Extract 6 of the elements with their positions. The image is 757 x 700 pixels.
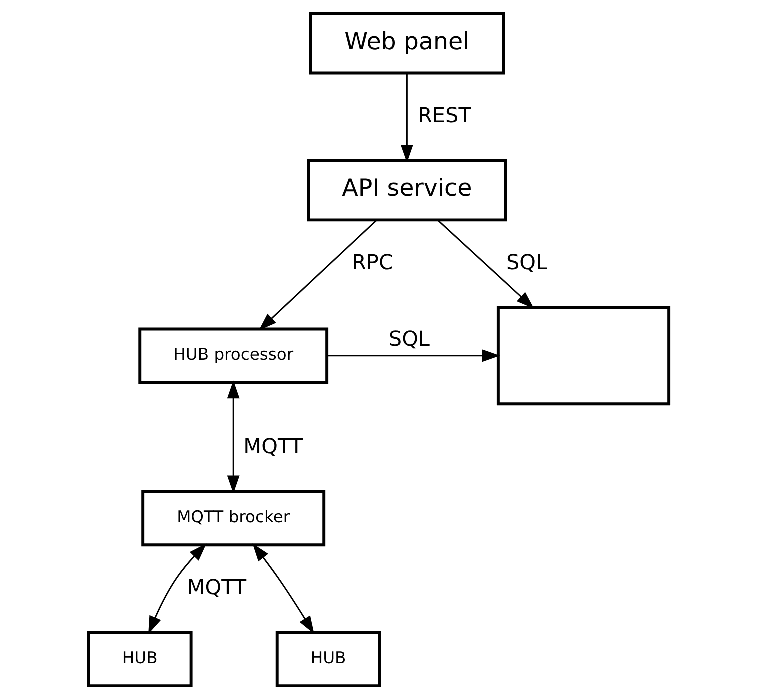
edge-label: MQTT xyxy=(243,434,302,458)
edge-label: RPC xyxy=(351,250,393,274)
edge-label: REST xyxy=(417,104,471,128)
edge-label: MQTT xyxy=(186,575,246,600)
edge-label: SQL xyxy=(506,250,548,274)
edge-label: SQL xyxy=(388,326,430,351)
